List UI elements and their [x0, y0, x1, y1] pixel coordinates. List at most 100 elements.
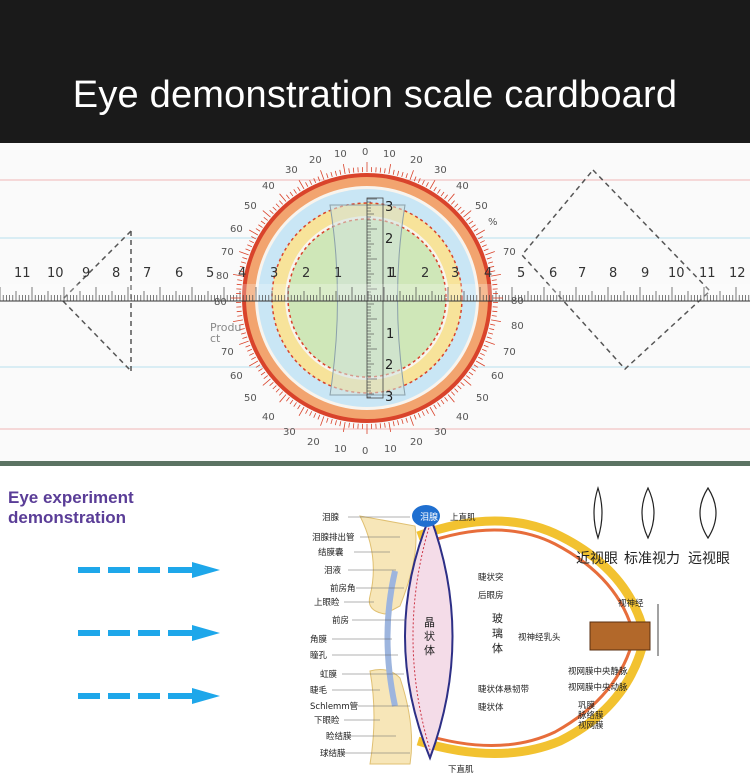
ruler-number: 1: [389, 266, 397, 281]
tick: [275, 203, 280, 208]
dial-number: 30: [283, 427, 296, 438]
tick: [272, 385, 277, 390]
dial-number: 40: [262, 412, 275, 423]
ruler-number: 7: [143, 266, 151, 281]
tick: [457, 206, 462, 211]
concave-lens-shape: [329, 204, 406, 396]
anatomy-label: 泪液: [324, 565, 342, 576]
dial-number: 60: [491, 371, 504, 382]
ruler-number: 4: [484, 266, 492, 281]
tick: [483, 248, 489, 252]
tick: [251, 236, 256, 240]
tick: [258, 368, 263, 372]
tick: [384, 168, 386, 174]
tick: [232, 319, 243, 323]
dial-number: 80: [214, 297, 227, 308]
tick: [352, 167, 355, 173]
tick: [460, 382, 465, 386]
tick: [352, 423, 355, 429]
tick: [491, 315, 497, 317]
tick: [405, 173, 408, 179]
anatomy-label: 球结膜: [320, 748, 346, 759]
page-title: Eye demonstration scale cardboard: [72, 74, 678, 116]
anatomy-label: 上眼睑: [314, 597, 340, 608]
tick: [298, 180, 305, 190]
ruler-numbers: 11 10 9 8 7 6 5 4 3 2 1 1 2 3 4 5 6 7 8 …: [14, 266, 746, 281]
lens-number: 1: [386, 327, 394, 342]
anatomy-label: 视网膜: [578, 720, 604, 731]
crystalline-lens: [404, 513, 454, 761]
anatomy-label: 上直肌: [450, 512, 476, 523]
ruler-number: 5: [517, 266, 525, 281]
tick: [483, 344, 489, 348]
dial-number: 10: [334, 149, 347, 160]
tick: [339, 169, 342, 175]
lens-type-label: 远视眼: [688, 551, 730, 567]
tick: [489, 328, 495, 331]
tick: [444, 194, 448, 199]
tick: [480, 240, 485, 244]
ruler-number: 3: [270, 266, 278, 281]
tick: [237, 315, 243, 317]
tick: [279, 391, 283, 396]
anatomy-label: 视网膜中央动脉: [568, 682, 628, 693]
tick: [388, 422, 392, 433]
lens-number: 2: [385, 232, 393, 247]
tick: [249, 360, 259, 367]
anatomy-label: 视神经: [618, 598, 644, 609]
tick: [475, 229, 485, 236]
tick: [433, 186, 437, 192]
tick: [262, 378, 271, 386]
tick: [330, 171, 333, 177]
tick: [317, 414, 321, 420]
anatomy-label: 玻: [492, 612, 503, 625]
lens-number: 3: [385, 200, 393, 215]
anatomy-label: 前房: [332, 615, 349, 626]
tick: [440, 399, 445, 405]
hyperopia-lens-icon: [699, 486, 717, 540]
tick: [239, 328, 245, 331]
ruler-number: 9: [82, 266, 90, 281]
tick: [429, 180, 436, 190]
tick: [437, 189, 441, 194]
tick: [245, 344, 251, 348]
anatomy-label: 巩膜: [578, 700, 596, 711]
tick: [239, 251, 249, 256]
anatomy-label: 视网膜中央静脉: [568, 666, 628, 677]
dial-number: 30: [434, 427, 447, 438]
demo-title-line: Eye experiment: [8, 488, 134, 507]
dial-number: 30: [434, 165, 447, 176]
tick: [279, 193, 287, 202]
tick: [492, 283, 498, 286]
tick: [417, 178, 421, 184]
lens-type-label: 标准视力: [624, 551, 680, 567]
tick: [447, 193, 455, 202]
anatomy-label: 泪腺排出管: [312, 532, 355, 543]
dial-number: 50: [244, 393, 257, 404]
tick: [242, 257, 248, 260]
lens-number: 2: [385, 358, 393, 373]
tick: [279, 394, 287, 403]
tick: [293, 402, 297, 407]
tick: [478, 356, 483, 360]
tick: [486, 257, 492, 260]
tick: [232, 273, 243, 277]
ruler-number: 6: [175, 266, 183, 281]
tick: [481, 348, 487, 352]
percent-sign: %: [488, 217, 498, 228]
dial-number: 80: [216, 271, 229, 282]
anatomy-label: 体: [492, 641, 503, 655]
dial-number: 20: [410, 437, 423, 448]
horizontal-ruler-ticks: [0, 287, 750, 301]
tick: [491, 319, 502, 323]
ruler-number: 2: [421, 266, 429, 281]
tick: [279, 200, 283, 205]
tick: [489, 265, 495, 268]
tick: [457, 385, 462, 390]
tick: [275, 388, 280, 393]
dial-number: 0: [362, 446, 368, 457]
tick: [471, 368, 476, 372]
left-labels: 泪腺 泪腺排出管 结膜囊 泪液 前房角 上眼睑 前房 角膜 瞳孔 虹膜 睫毛 S…: [310, 512, 358, 759]
header-bar: Eye demonstration scale cardboard: [0, 0, 750, 143]
eye-demo-section: Eye experiment demonstration: [0, 466, 750, 781]
